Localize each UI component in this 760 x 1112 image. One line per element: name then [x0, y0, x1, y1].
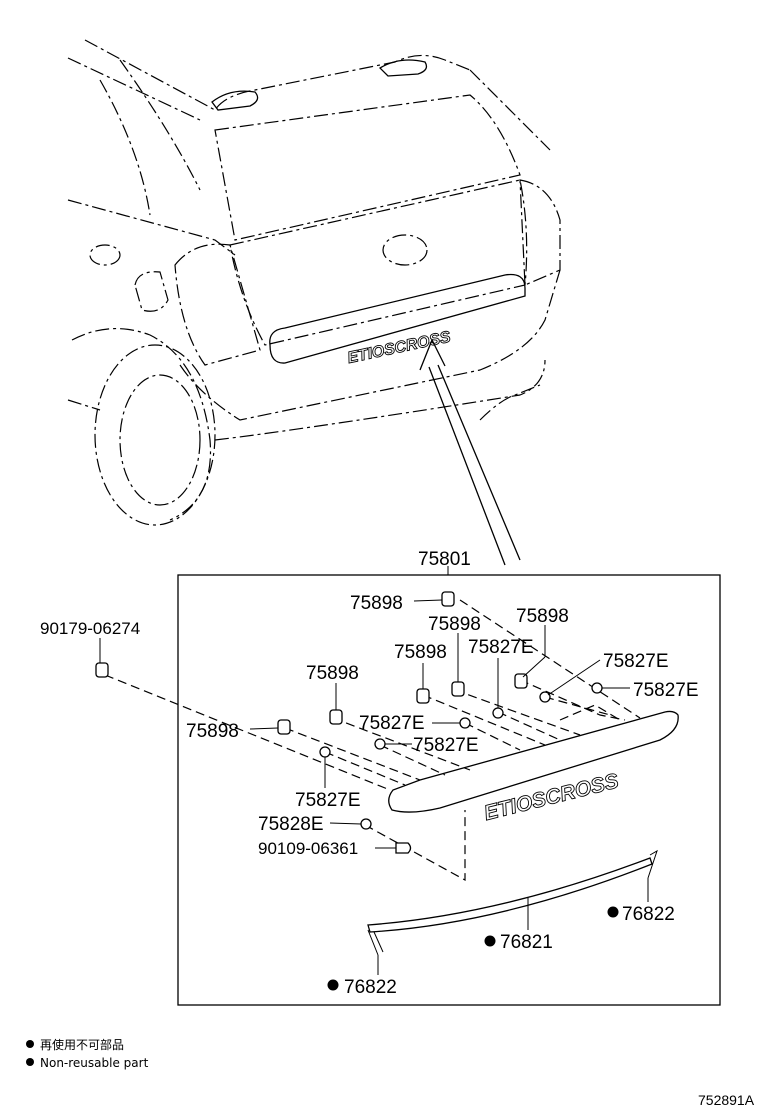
- roof-rear-edge: [469, 69, 551, 151]
- label-76822-right: 76822: [622, 904, 675, 925]
- rear-logo: [382, 234, 428, 266]
- moulding-clip-left: [367, 929, 384, 956]
- legend: 再使用不可部品 Non-reusable part: [26, 1037, 149, 1070]
- nut-75828E: [360, 818, 372, 830]
- dash-mid-clip: [454, 689, 581, 736]
- pointer-arrow-shaft: [437, 364, 521, 561]
- roof-antenna: [378, 59, 428, 77]
- roof-outline: [84, 39, 471, 111]
- moulding-clip-right: [647, 849, 658, 879]
- leader-75828E: [329, 822, 362, 825]
- legend-bullet-jp: [26, 1040, 34, 1048]
- tail-lamp-right: [519, 179, 561, 286]
- rear-bumper: [179, 269, 561, 421]
- roof-side-edge: [67, 57, 201, 121]
- label-75898-e: 75898: [306, 663, 359, 684]
- leader-75898-a: [413, 599, 443, 602]
- dash-nut-center2: [497, 711, 561, 741]
- part-labels: 90179-06274 75898 75898 75898 75898 7589…: [40, 593, 699, 998]
- tail-lamp-left: [174, 243, 261, 366]
- label-75898-a: 75898: [350, 593, 403, 614]
- dash-90179: [104, 674, 391, 791]
- label-75898-c: 75898: [516, 606, 569, 627]
- parts-assembly-box: [177, 574, 721, 1006]
- label-76821: 76821: [500, 932, 553, 953]
- legend-non-reusable-en: Non-reusable part: [40, 1056, 149, 1070]
- leader-lines: [99, 599, 649, 975]
- side-marker: [89, 244, 121, 266]
- screw-90109: [395, 842, 412, 854]
- dash-nut-right: [544, 696, 611, 716]
- label-75827E-c: 75827E: [633, 680, 699, 701]
- leader-75898-f: [249, 727, 279, 730]
- bumper-corner: [479, 384, 541, 421]
- label-75828E: 75828E: [258, 814, 324, 835]
- vehicle-illustration: ETIOSCROSS: [67, 39, 561, 566]
- non-reusable-marker-76821: [484, 935, 496, 947]
- nuts-75827E: [319, 682, 603, 830]
- rear-wheel: [94, 344, 216, 526]
- leader-75827E-b: [547, 659, 601, 696]
- dash-mid-clip2: [422, 694, 546, 746]
- label-75898-b: 75898: [428, 614, 481, 635]
- fuel-door: [134, 271, 169, 312]
- nut-75827E-d: [459, 717, 471, 729]
- rocker-line: [67, 399, 101, 411]
- figure-id: 752891A: [698, 1092, 755, 1108]
- leader-75898-c-2: [522, 656, 546, 678]
- label-75827E-f: 75827E: [295, 790, 361, 811]
- label-90109-06361: 90109-06361: [258, 839, 358, 858]
- clip-75898-b: [451, 681, 465, 697]
- label-90179-06274: 90179-06274: [40, 619, 140, 638]
- label-75827E-a: 75827E: [468, 637, 534, 658]
- bumper-lower: [214, 359, 546, 441]
- label-75801: 75801: [418, 549, 471, 570]
- rear-wheel-rim: [119, 374, 201, 506]
- nut-75827E-f: [319, 746, 331, 758]
- rear-window: [214, 94, 521, 241]
- dash-screw: [364, 810, 466, 882]
- dash-top-clip: [459, 599, 641, 719]
- garnish-body: [388, 710, 679, 813]
- c-pillar-inner: [119, 59, 201, 191]
- label-76822-left: 76822: [344, 977, 397, 998]
- wheel-arch: [71, 328, 212, 521]
- garnish-moulding-76821: [367, 857, 653, 933]
- pointer-arrow-head: [419, 338, 446, 371]
- label-75898-f: 75898: [186, 721, 239, 742]
- legend-bullet-en: [26, 1058, 34, 1066]
- non-reusable-marker-76822-right: [607, 906, 619, 918]
- nut-75827E-e: [374, 738, 386, 750]
- dash-far-left-clip: [284, 727, 421, 781]
- nut-75827E-c: [591, 682, 603, 694]
- clip-75898-c: [514, 673, 528, 689]
- dash-nut-center: [464, 722, 521, 751]
- clip-75898-e: [329, 709, 343, 725]
- garnish-on-vehicle: [269, 273, 526, 364]
- body-side-upper: [67, 199, 236, 256]
- clip-90179: [95, 662, 109, 678]
- dash-nut-mid: [379, 744, 446, 776]
- label-75827E-e: 75827E: [413, 735, 479, 756]
- label-75827E-b: 75827E: [603, 651, 669, 672]
- clip-75898-a: [441, 591, 455, 607]
- pointer-arrow-shaft-2: [428, 366, 506, 566]
- non-reusable-marker-76822-left: [327, 979, 339, 991]
- back-door-garnish: ETIOSCROSS: [388, 710, 679, 826]
- dash-box-corner: [559, 704, 621, 721]
- dash-right-clip: [519, 679, 626, 721]
- clip-75898-f: [277, 719, 291, 735]
- nut-75827E-a: [492, 707, 504, 719]
- legend-non-reusable-jp: 再使用不可部品: [40, 1037, 124, 1052]
- dash-nut-left: [324, 751, 406, 786]
- c-pillar: [99, 79, 151, 216]
- label-75827E-d: 75827E: [359, 713, 425, 734]
- clip-75898-d: [416, 688, 430, 704]
- roof-spoiler: [211, 90, 259, 111]
- nut-75827E-b: [539, 691, 551, 703]
- rear-hatch: [229, 179, 528, 346]
- label-75898-d: 75898: [394, 642, 447, 663]
